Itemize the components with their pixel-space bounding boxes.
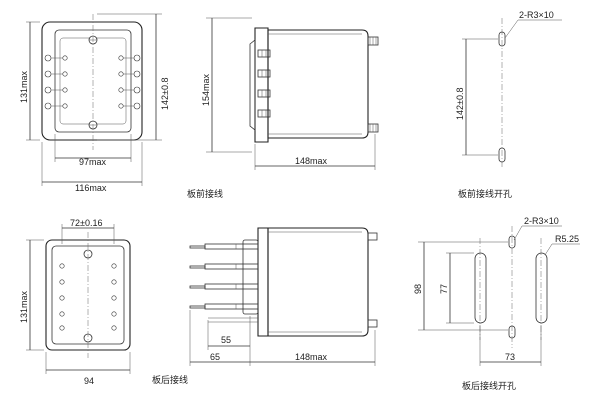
dim-front-height-outer: 131max (19, 70, 29, 103)
cutout-slot-bottom (498, 147, 506, 163)
dim-rear-pins: 65 (210, 352, 220, 362)
rear-cutout-slot-left (474, 252, 487, 324)
rear-terminal-pins (59, 263, 117, 331)
dim-rear-cutout-width: 73 (505, 352, 515, 362)
dim-rear-cutout-inner: 77 (439, 284, 449, 294)
front-bezel (254, 27, 269, 143)
rear-protruding-pins (189, 239, 259, 323)
caption-rear-cutout: 板后接线开孔 (462, 380, 516, 391)
dim-rear-cutout-radius: R5.25 (555, 234, 579, 244)
dim-side-length: 148max (295, 156, 328, 166)
rear-cutout-view: 2-R3×10 R5.25 98 77 73 (413, 216, 580, 366)
rear-panel-view: 72±0.16 131max 94 (19, 218, 131, 386)
rear-side-view: 55 65 148max (189, 227, 378, 366)
terminal-pins-left (44, 54, 68, 110)
front-side-view: 154max 148max (201, 17, 379, 170)
front-panel-outline (41, 21, 143, 141)
dim-rear-inner: 55 (221, 335, 231, 345)
front-cutout-view: 2-R3×10 142±0.8 (455, 10, 562, 168)
caption-front-wiring: 板前接线 (187, 188, 223, 199)
dim-front-height-pins: 142±0.8 (160, 78, 170, 110)
rear-studs (367, 36, 379, 133)
rear-bezel (257, 227, 269, 337)
cutout-slot-top (498, 31, 506, 47)
relay-body (267, 29, 369, 139)
dim-rear-top: 72±0.16 (70, 218, 102, 228)
dim-rear-height: 131max (19, 290, 29, 323)
front-terminals (257, 49, 271, 118)
dim-rear-cutout-holes: 2-R3×10 (524, 216, 559, 226)
dim-front-width-inner: 97max (79, 157, 107, 167)
caption-rear-wiring: 板后接线 (152, 374, 188, 385)
front-panel-view: 131max 142±0.8 97max 116max (19, 13, 170, 193)
dim-front-width-outer: 116max (75, 183, 107, 193)
terminal-pins-right (118, 54, 141, 110)
dim-side-height: 154max (201, 73, 211, 106)
rear-relay-body (267, 227, 369, 337)
dim-rear-cutout-outer: 98 (413, 284, 423, 294)
dim-rear-width: 94 (84, 376, 94, 386)
rear-cutout-slot-right (535, 252, 548, 324)
caption-front-cutout: 板前接线开孔 (458, 188, 512, 199)
dim-front-cutout-holes: 2-R3×10 (519, 10, 554, 20)
dim-rear-length: 148max (295, 352, 328, 362)
dim-front-cutout-height: 142±0.8 (455, 88, 465, 120)
